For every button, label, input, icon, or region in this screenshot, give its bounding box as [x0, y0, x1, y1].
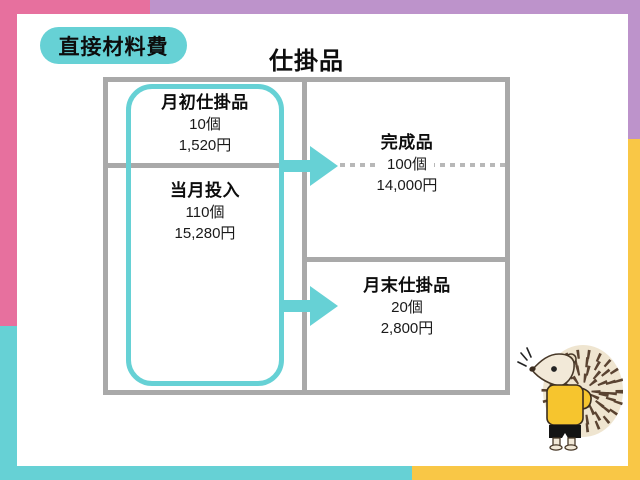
direct-materials-badge: 直接材料費: [40, 27, 187, 64]
hedgehog-nose: [529, 366, 536, 372]
ending-wip-cell: 月末仕掛品 20個 2,800円: [309, 275, 505, 339]
finished-goods-quantity: 100個: [379, 156, 435, 173]
beginning-wip-label: 月初仕掛品: [161, 93, 249, 112]
flow-arrow-to-finished-goods: [280, 146, 338, 186]
beginning-wip-cell: 月初仕掛品 10個 1,520円: [108, 92, 302, 156]
t-account-center-divider: [302, 77, 307, 395]
ending-wip-label: 月末仕掛品: [363, 276, 451, 295]
direct-materials-badge-label: 直接材料費: [58, 35, 169, 59]
hedgehog-shirt: [546, 384, 592, 426]
frame-right-purple: [628, 0, 640, 139]
finished-goods-label: 完成品: [380, 133, 434, 152]
current-input-amount: 15,280円: [174, 225, 236, 242]
hedgehog-mascot: [517, 345, 623, 451]
current-input-label: 当月投入: [170, 181, 240, 200]
finished-goods-cell: 完成品 100個 14,000円: [309, 132, 505, 196]
frame-bottom-yellow: [412, 466, 640, 480]
account-title: 仕掛品: [269, 48, 344, 75]
hedgehog-eye: [551, 366, 557, 372]
hedgehog-legs: [549, 437, 578, 451]
teal-highlight-outline: [126, 84, 284, 386]
ending-wip-amount: 2,800円: [380, 320, 434, 337]
frame-top-pink: [0, 0, 150, 14]
debit-side-divider: [103, 163, 307, 168]
beginning-wip-amount: 1,520円: [178, 137, 232, 154]
frame-right-yellow: [628, 139, 640, 480]
frame-left-pink: [0, 0, 17, 326]
hedgehog-sniff-marks: [517, 347, 532, 367]
frame-top-purple: [150, 0, 640, 14]
credit-side-divider: [302, 257, 510, 262]
hedgehog-shorts: [549, 425, 581, 438]
current-input-cell: 当月投入 110個 15,280円: [108, 180, 302, 244]
ending-wip-quantity: 20個: [391, 299, 423, 316]
frame-bottom-teal: [0, 466, 412, 480]
finished-goods-amount: 14,000円: [376, 177, 438, 194]
beginning-wip-quantity: 10個: [189, 116, 221, 133]
current-input-quantity: 110個: [185, 204, 225, 221]
frame-left-teal: [0, 326, 17, 480]
flow-arrow-to-ending-wip: [280, 286, 338, 326]
